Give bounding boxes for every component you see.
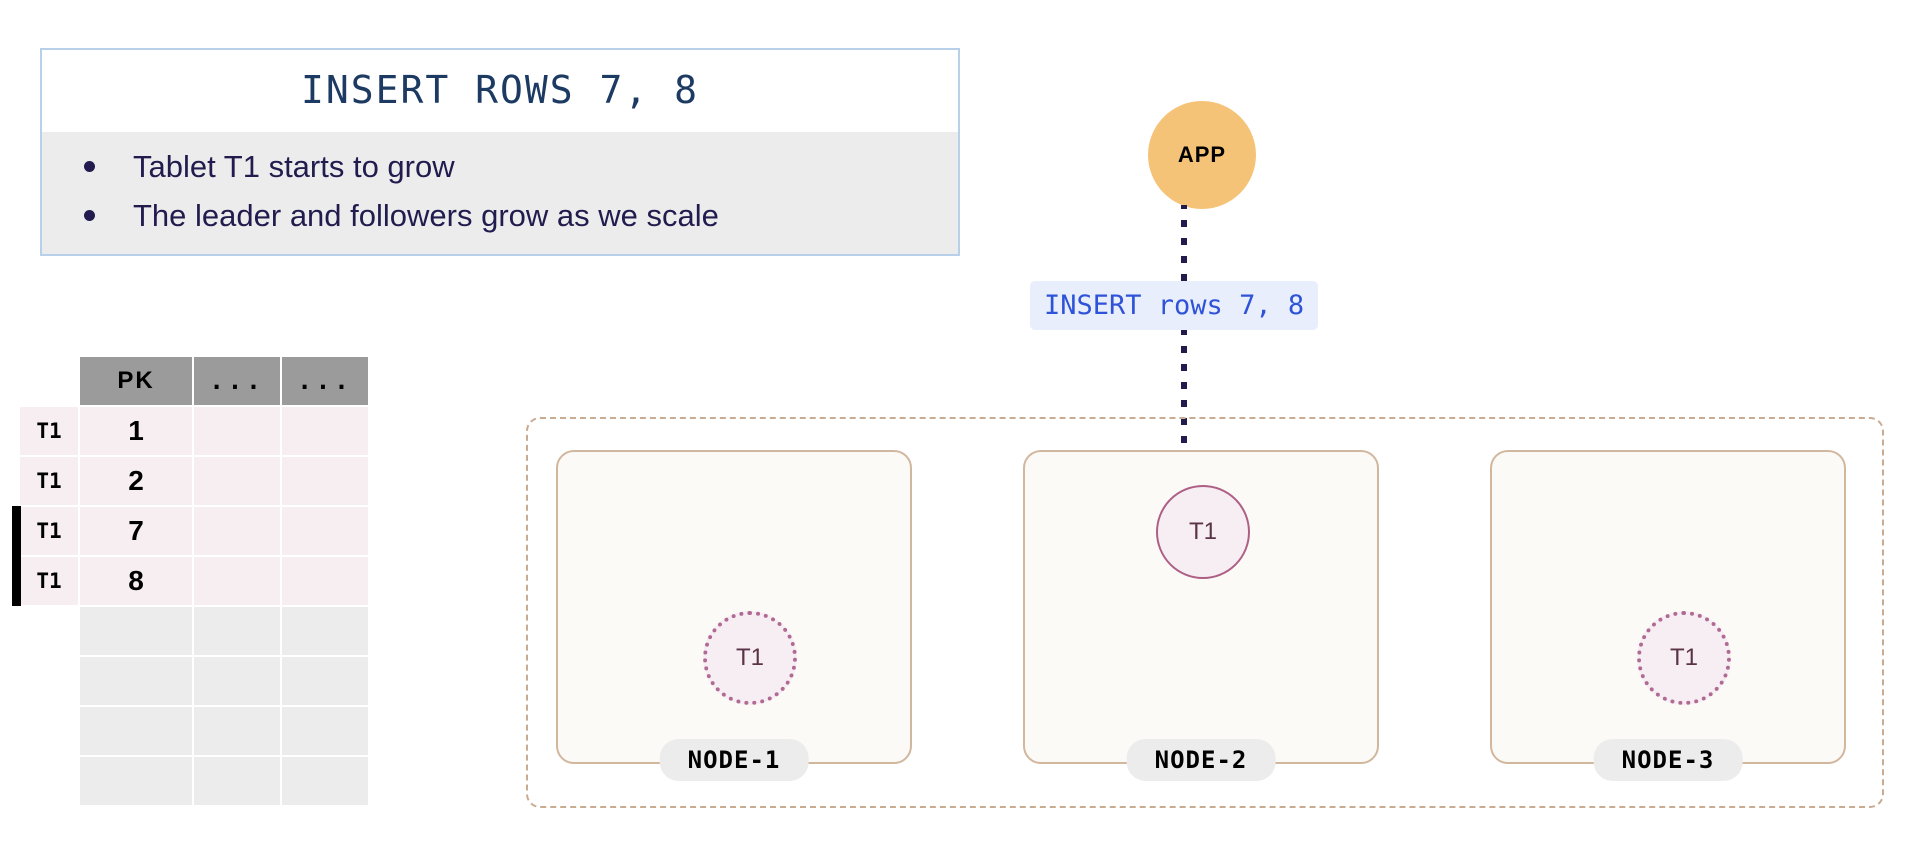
- node-box-node-2: T1 NODE-2: [1023, 450, 1379, 781]
- cell-col2: [194, 407, 280, 455]
- row-label-spacer: [20, 357, 78, 405]
- node-name-pill: NODE-1: [659, 739, 809, 781]
- tablet-follower-node-1: T1: [703, 611, 797, 705]
- table-row: T1 8: [12, 556, 368, 606]
- row-label-spacer: [20, 707, 78, 755]
- cell-empty: [80, 707, 192, 755]
- node-box-node-3: T1 NODE-3: [1490, 450, 1846, 781]
- row-label-spacer: [20, 757, 78, 805]
- cell-col3: [282, 507, 368, 555]
- cell-col2: [194, 457, 280, 505]
- cell-col2: [194, 557, 280, 605]
- cell-empty: [194, 707, 280, 755]
- tablet-label: T1: [1669, 644, 1698, 671]
- cell-empty: [194, 607, 280, 655]
- node-name-pill: NODE-3: [1593, 739, 1743, 781]
- cell-empty: [282, 657, 368, 705]
- table-row: T1 7: [12, 506, 368, 556]
- tablet-label: T1: [1188, 518, 1217, 545]
- column-header-ellipsis-1: ...: [194, 357, 280, 405]
- table-row-empty: [20, 607, 368, 655]
- cell-empty: [282, 757, 368, 805]
- row-label-spacer: [20, 657, 78, 705]
- bullet-text: The leader and followers grow as we scal…: [133, 198, 719, 234]
- insert-callout-panel: INSERT ROWS 7, 8 Tablet T1 starts to gro…: [40, 48, 960, 257]
- node-box-node-1: T1 NODE-1: [556, 450, 912, 781]
- cell-col3: [282, 407, 368, 455]
- cell-pk: 2: [80, 457, 192, 505]
- list-item: The leader and followers grow as we scal…: [42, 191, 958, 240]
- cell-empty: [282, 707, 368, 755]
- tablet-rows-table: PK ... ... T1 1 T1 2 T1 7 T1 8: [12, 355, 370, 807]
- cell-col2: [194, 507, 280, 555]
- row-tablet-label: T1: [12, 556, 78, 606]
- cell-empty: [282, 607, 368, 655]
- cell-empty: [80, 607, 192, 655]
- callout-title: INSERT ROWS 7, 8: [42, 50, 958, 132]
- node-name-pill: NODE-2: [1126, 739, 1276, 781]
- row-label-spacer: [20, 607, 78, 655]
- cell-pk: 1: [80, 407, 192, 455]
- cell-empty: [80, 757, 192, 805]
- app-node: APP: [1148, 101, 1256, 209]
- cell-col3: [282, 557, 368, 605]
- cell-empty: [194, 657, 280, 705]
- cell-pk: 7: [80, 507, 192, 555]
- cell-empty: [194, 757, 280, 805]
- cluster-boundary: T1 NODE-1 T1 NODE-2 T1 NODE-3: [526, 417, 1884, 808]
- cell-pk: 8: [80, 557, 192, 605]
- cell-col3: [282, 457, 368, 505]
- table-row-empty: [20, 707, 368, 755]
- cell-empty: [80, 657, 192, 705]
- query-label: INSERT rows 7, 8: [1030, 281, 1319, 330]
- bullet-dot-icon: [84, 161, 95, 173]
- column-header-pk: PK: [80, 357, 192, 405]
- callout-bullet-list: Tablet T1 starts to grow The leader and …: [42, 132, 958, 255]
- list-item: Tablet T1 starts to grow: [42, 142, 958, 191]
- row-tablet-label: T1: [12, 506, 78, 556]
- table-row-empty: [20, 657, 368, 705]
- column-header-ellipsis-2: ...: [282, 357, 368, 405]
- bullet-text: Tablet T1 starts to grow: [133, 149, 455, 184]
- tablet-label: T1: [735, 644, 764, 671]
- app-label: APP: [1177, 142, 1227, 167]
- bullet-dot-icon: [84, 210, 95, 222]
- tablet-follower-node-3: T1: [1637, 611, 1731, 705]
- table-row: T1 1: [20, 407, 368, 455]
- table-row: T1 2: [20, 457, 368, 505]
- table-row-empty: [20, 757, 368, 805]
- table-header-row: PK ... ...: [20, 357, 368, 405]
- row-tablet-label: T1: [20, 407, 78, 455]
- tablet-leader-node-2: T1: [1156, 485, 1250, 579]
- row-tablet-label: T1: [20, 457, 78, 505]
